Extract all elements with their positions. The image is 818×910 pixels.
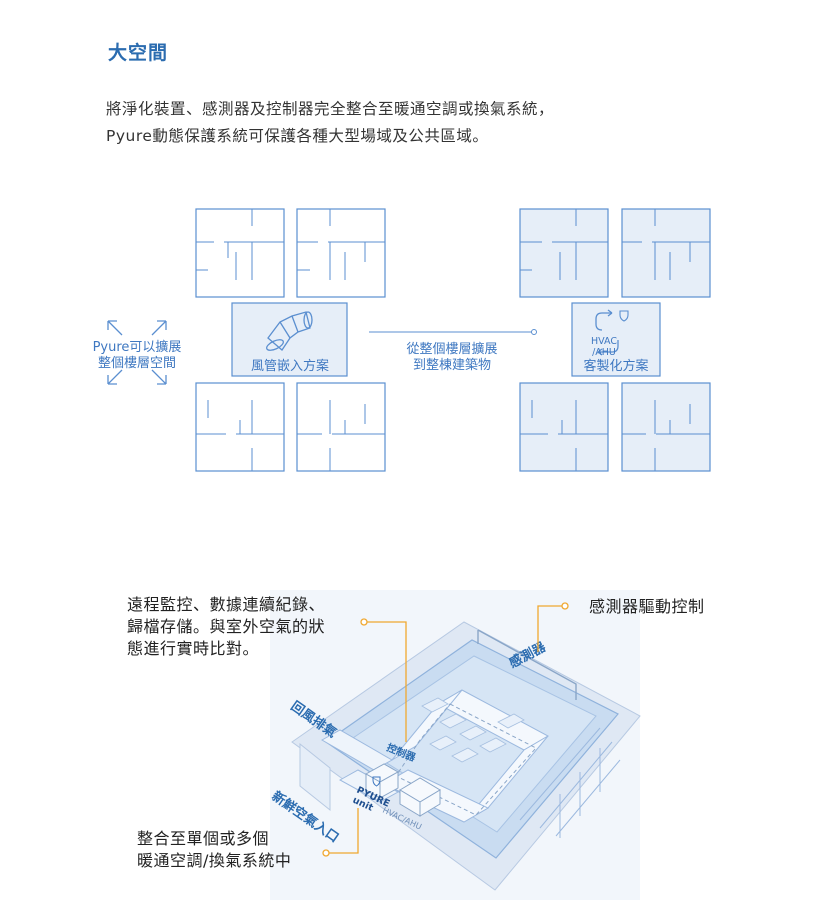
callout-monitor-line3: 態進行實時比對。 — [127, 639, 260, 658]
left-room-top-right — [296, 208, 386, 298]
hvac-icon-line2: /AHU — [592, 347, 616, 358]
right-room-top-left — [519, 208, 609, 298]
callout-monitor-line1: 遠程監控、數據連續紀錄、 — [127, 595, 326, 614]
hvac-cycle-icon — [595, 309, 619, 356]
hvac-icon-line1: HVAC — [591, 336, 617, 347]
right-room-bottom-left — [519, 382, 609, 472]
intro-line-2: Pyure動態保護系統可保護各種大型場域及公共區域。 — [106, 127, 489, 145]
callout-sensor-text: 感測器驅動控制 — [589, 597, 705, 616]
callout-integrate-line2: 暖通空調/換氣系統中 — [137, 851, 292, 870]
duct-label: 風管嵌入方案 — [251, 358, 329, 374]
duct-embed-box — [231, 302, 348, 377]
intro-line-1: 將淨化裝置、感測器及控制器完全整合至暖通空調或換氣系統， — [106, 100, 555, 118]
left-room-bottom-right — [296, 382, 386, 472]
hvac-custom-box: HVAC /AHU — [571, 302, 661, 377]
callout-monitor-line — [360, 618, 407, 742]
callout-sensor-line — [537, 602, 569, 652]
expand-connector-line — [369, 329, 537, 335]
callout-monitor-text: 遠程監控、數據連續紀錄、 歸檔存儲。與室外空氣的狀 態進行實時比對。 — [127, 594, 325, 660]
right-room-bottom-right — [621, 382, 711, 472]
callout-monitor-line2: 歸檔存儲。與室外空氣的狀 — [127, 617, 326, 636]
arrow-label-line2: 到整棟建築物 — [413, 358, 491, 373]
expand-arrows-icon — [107, 320, 167, 385]
expand-label-line2: 整個樓層空間 — [98, 356, 176, 371]
arrow-label-line1: 從整個樓層擴展 — [406, 341, 497, 357]
left-room-top-left — [195, 208, 285, 298]
section-title: 大空間 — [108, 42, 169, 64]
duct-pipe-icon — [266, 311, 313, 351]
callout-integrate-text: 整合至單個或多個 暖通空調/換氣系統中 — [137, 828, 291, 872]
callout-integrate-line — [322, 808, 359, 857]
unit-shield-icon — [372, 776, 381, 787]
right-room-top-right — [621, 208, 711, 298]
expand-label-line1: Pyure可以擴展 — [93, 339, 182, 355]
shield-icon — [619, 310, 629, 322]
system-illustration: 感測器 回風排氣 控制器 新鮮空氣入口 PYURE unit HVAC/AHU — [269, 590, 641, 900]
custom-label: 客製化方案 — [583, 358, 648, 374]
left-room-bottom-left — [195, 382, 285, 472]
callout-integrate-line1: 整合至單個或多個 — [137, 829, 270, 848]
